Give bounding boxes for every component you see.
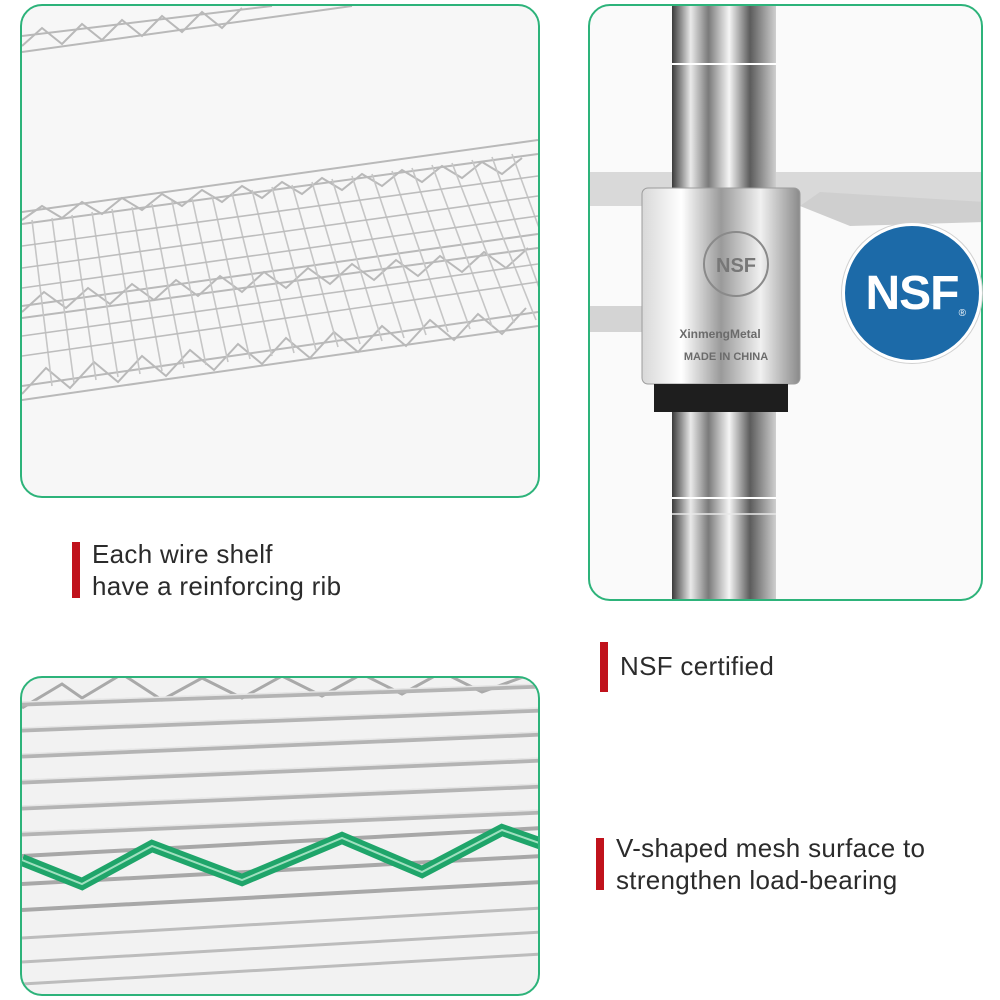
chrome-post-illustration: NSF XinmengMetal MADE IN CHINA [590,6,981,599]
nsf-logo: NSF ® [842,223,982,363]
caption-mesh-line1: V-shaped mesh surface to [616,833,926,863]
caption-reinforcing-rib: Each wire shelf have a reinforcing rib [72,538,341,602]
caption-accent-bar [600,642,608,692]
post-stamp-line1: XinmengMetal [679,327,760,341]
caption-rib-line2: have a reinforcing rib [92,571,342,601]
v-mesh-illustration [22,678,538,986]
caption-accent-bar [72,542,80,598]
wire-shelf-illustration [22,6,538,401]
caption-rib-line1: Each wire shelf [92,539,273,569]
caption-nsf-text: NSF certified [620,651,775,681]
caption-accent-bar [596,838,604,890]
caption-mesh-line2: strengthen load-bearing [616,865,898,895]
caption-v-mesh: V-shaped mesh surface to strengthen load… [596,832,925,896]
post-stamp-line2: MADE IN CHINA [684,351,768,363]
caption-nsf-certified: NSF certified [600,642,775,692]
post-stamp-seal: NSF [716,255,756,277]
shelf-photo-panel [20,4,540,498]
nsf-logo-text: NSF [865,266,960,320]
mesh-photo-panel [20,676,540,996]
registered-mark-icon: ® [958,308,966,319]
